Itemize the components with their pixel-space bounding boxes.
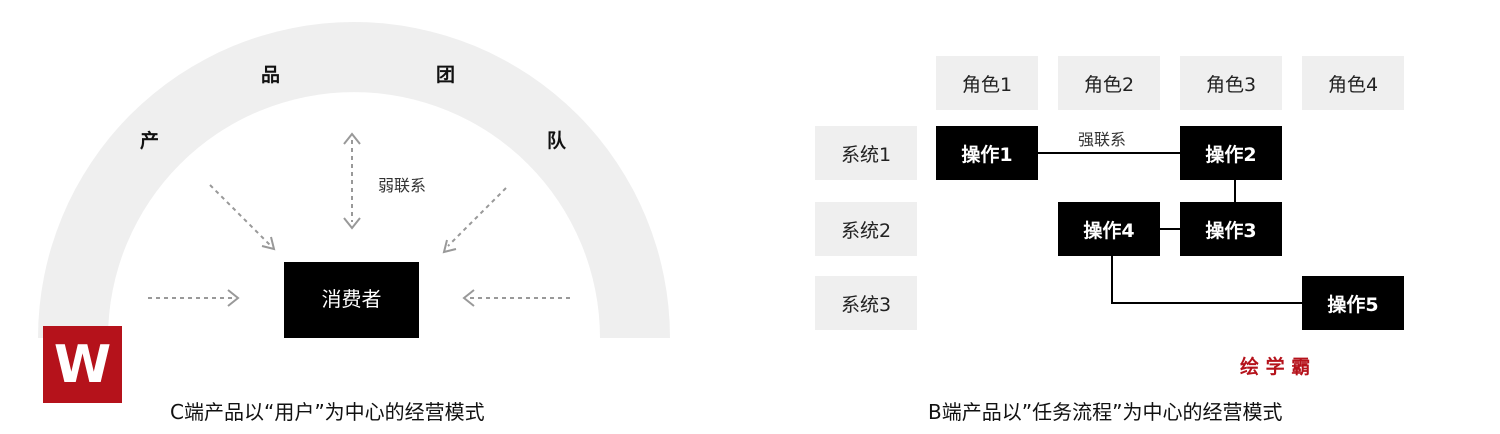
arc-label: 团 — [436, 64, 456, 86]
left-caption: C端产品以“用户”为中心的经营模式 — [170, 400, 485, 424]
watermark-brand: 绘 学 霸 — [1240, 356, 1311, 378]
role-box: 角色3 — [1180, 56, 1282, 110]
product-team-arc — [38, 22, 670, 338]
strong-link-label: 强联系 — [1078, 130, 1127, 149]
watermark-logo: W — [43, 326, 122, 403]
dashed-arrows — [148, 140, 570, 299]
arc-label: 品 — [261, 64, 281, 86]
system-box: 系统2 — [815, 202, 917, 256]
op-box: 操作5 — [1302, 276, 1404, 330]
role-box: 角色2 — [1058, 56, 1160, 110]
arc-label: 产 — [140, 130, 160, 152]
arc-label: 队 — [547, 130, 567, 152]
consumer-box: 消费者 — [284, 262, 419, 338]
right-caption: B端产品以”任务流程”为中心的经营模式 — [928, 400, 1283, 424]
system-box: 系统1 — [815, 126, 917, 180]
role-box: 角色4 — [1302, 56, 1404, 110]
logo-glyph: W — [53, 334, 112, 395]
system-box: 系统3 — [815, 276, 917, 330]
op-box: 操作2 — [1180, 126, 1282, 180]
op-box: 操作3 — [1180, 202, 1282, 256]
op-box: 操作1 — [936, 126, 1038, 180]
weak-link-label: 弱联系 — [378, 176, 427, 195]
strong-links — [1038, 152, 1302, 304]
role-box: 角色1 — [936, 56, 1038, 110]
op-box: 操作4 — [1058, 202, 1160, 256]
